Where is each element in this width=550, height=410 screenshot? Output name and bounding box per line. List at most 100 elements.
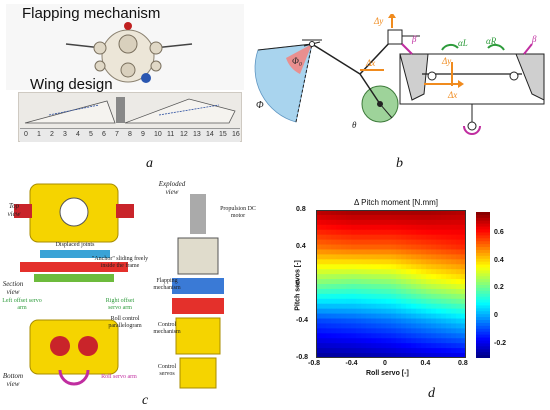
heatmap-cell [441,284,447,290]
heatmap-cell [431,353,437,358]
heatmap-cell [421,293,427,300]
colorbar-segment [476,258,490,263]
heatmap-cell [391,323,397,329]
heatmap-cell [451,244,457,251]
heatmap-cell [391,239,397,246]
heatmap-cell [346,298,352,305]
heatmap-cell [421,279,427,285]
heatmap-cell [341,333,347,339]
heatmap-cell [431,214,437,221]
heatmap-cell [371,338,377,344]
heatmap-cell [336,214,342,221]
colorbar-segment [476,267,490,271]
heatmap-cell [411,244,417,251]
heatmap-cell [376,264,382,270]
heatmap-cell [426,264,432,270]
heatmap-cell [461,343,466,349]
heatmap-cell [441,210,447,216]
heatmap-cell [381,234,387,241]
heatmap-cell [331,249,337,255]
x-tick-label: 0.8 [458,360,468,367]
heatmap-cell [401,338,407,344]
heatmap-cell [331,333,337,339]
heatmap-cell [321,323,327,329]
heatmap-cell [361,219,367,226]
heatmap-cell [431,308,437,315]
heatmap-cell [361,298,367,305]
heatmap-cell [431,259,437,265]
colorbar-segment [476,212,490,216]
heatmap-cell [391,333,397,339]
heatmap-cell [341,353,347,358]
heatmap-cell [431,254,437,260]
colorbar-segment [476,220,490,225]
heatmap-cell [401,269,407,275]
heatmap-cell [351,284,357,290]
heatmap-cell [316,318,322,325]
heatmap-cell [431,288,437,295]
heatmap-cell [446,259,452,265]
heatmap-cell [401,348,407,354]
heatmap-cell [421,308,427,315]
heatmap-cell [406,269,412,275]
colorbar-segment [476,241,490,245]
heatmap-cell [356,323,362,329]
heatmap-cell [361,274,367,280]
heatmap-cell [366,343,372,349]
heatmap-cell [356,264,362,270]
heatmap-cell [386,234,392,241]
heatmap-cell [421,318,427,325]
heatmap-cell [451,313,457,320]
heatmap-cell [426,308,432,315]
heatmap-cell [441,298,447,305]
heatmap-cell [396,210,402,216]
heatmap-cell [406,288,412,295]
colorbar-segment [476,334,490,339]
heatmap-cell [316,338,322,344]
heatmap-cell [346,279,352,285]
heatmap-cell [411,308,417,315]
heatmap-cell [356,224,362,231]
heatmap-cell [401,303,407,310]
heatmap-cell [381,229,387,236]
heatmap-cell [461,274,466,280]
heatmap-cell [431,333,437,339]
heatmap-cell [426,214,432,221]
delta-y-symbol-right: Δy [441,56,451,66]
heatmap-cell [316,353,322,358]
wing-sketch [24,97,236,124]
heatmap-cell [321,239,327,246]
heatmap-cell [416,348,422,354]
heatmap-cell [396,348,402,354]
heatmap-cell [401,343,407,349]
heatmap-cell [411,279,417,285]
heatmap-cell [371,323,377,329]
heatmap-cell [446,279,452,285]
heatmap-cell [321,338,327,344]
heatmap-cell [381,313,387,320]
heatmap-cell [461,308,466,315]
heatmap-cell [396,323,402,329]
heatmap-cell [381,269,387,275]
heatmap-cell [416,279,422,285]
heatmap-cell [436,348,442,354]
x-axis-label: Roll servo [-] [366,370,409,377]
heatmap-cell [396,244,402,251]
heatmap-cell [446,219,452,226]
heatmap-cell [436,293,442,300]
heatmap-cell [391,244,397,251]
colorbar-tick-label: -0.2 [494,340,507,348]
heatmap-cell [451,333,457,339]
heatmap-cell [396,234,402,241]
colorbar-segment [476,214,490,219]
heatmap-cell [391,348,397,354]
heatmap-cell [436,239,442,246]
heatmap-cell [386,288,392,295]
heatmap-cell [336,239,342,246]
heatmap-cell [331,328,337,334]
heatmap-cell [346,313,352,320]
heatmap-cell [411,343,417,349]
heatmap-cell [361,353,367,358]
heatmap-cell [351,348,357,354]
heatmap-cell [336,333,342,339]
